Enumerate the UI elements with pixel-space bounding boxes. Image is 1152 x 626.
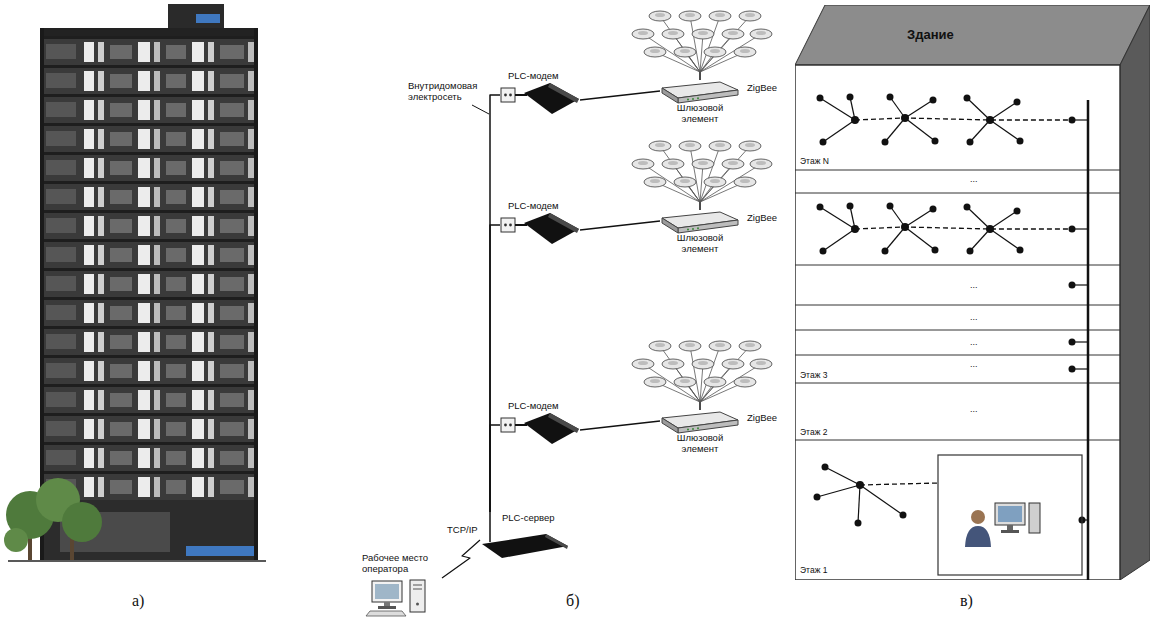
- plc-modem-label: PLC-модем: [508, 400, 559, 411]
- zigbee-cluster: ZigBee: [625, 6, 775, 72]
- floor-label: ...: [970, 174, 978, 184]
- gateway-element: Шлюзовой элемент: [660, 410, 744, 460]
- mains-label: Внутридомовая электросеть: [408, 80, 484, 102]
- gateway-element: Шлюзовой элемент: [660, 210, 744, 260]
- floor-label: ...: [970, 404, 978, 414]
- zigbee-cluster-label: ZigBee: [747, 412, 777, 423]
- cable-line: [699, 402, 701, 410]
- floor-label: Этаж 1: [800, 565, 827, 575]
- zigbee-cluster-label: ZigBee: [747, 82, 777, 93]
- zigbee-cluster-icon: [625, 6, 775, 72]
- building-box-icon: [795, 5, 1150, 580]
- zigbee-cluster: ZigBee: [625, 136, 775, 202]
- floor-label: Этаж 3: [800, 370, 827, 380]
- cable-line: [490, 95, 500, 512]
- cable-line: [699, 72, 701, 80]
- cable-line: [490, 225, 500, 512]
- panel-letter: в): [960, 592, 973, 610]
- cable-line: [580, 221, 660, 230]
- plc-server: PLC-сервер: [480, 512, 570, 560]
- plc-server-label: PLC-сервер: [502, 512, 554, 523]
- panel-letter: а): [132, 592, 144, 610]
- floor-label: ...: [970, 280, 978, 290]
- operator-workstation: Рабочее место оператора: [360, 552, 442, 618]
- plc-modem-label: PLC-модем: [508, 70, 559, 81]
- plc-modem-label: PLC-модем: [508, 200, 559, 211]
- cable-line: [699, 202, 701, 210]
- panel-letter: б): [566, 592, 579, 610]
- plc-modem: PLC-модем: [500, 200, 580, 246]
- gateway-element-label: Шлюзовой элемент: [672, 232, 728, 254]
- building-box: Здание: [795, 5, 1150, 580]
- link-line: [442, 540, 480, 578]
- floor-label: Этаж 2: [800, 427, 827, 437]
- zigbee-cluster-icon: [625, 136, 775, 202]
- cable-line: [580, 421, 660, 430]
- gateway-element-label: Шлюзовой элемент: [672, 432, 728, 454]
- link-label: TCP/IP: [446, 524, 479, 535]
- zigbee-cluster-label: ZigBee: [747, 212, 777, 223]
- zigbee-cluster: ZigBee: [625, 336, 775, 402]
- cable-line: [580, 91, 660, 100]
- cable-line: [490, 425, 500, 512]
- building-box-label: Здание: [907, 27, 954, 42]
- floor-label: ...: [970, 359, 978, 369]
- plc-modem: PLC-модем: [500, 70, 580, 116]
- floor-label: ...: [970, 337, 978, 347]
- floor-label: Этаж N: [800, 156, 829, 166]
- plc-modem: PLC-модем: [500, 400, 580, 446]
- zigbee-cluster-icon: [625, 336, 775, 402]
- floor-label: ...: [970, 312, 978, 322]
- gateway-element-label: Шлюзовой элемент: [672, 102, 728, 124]
- operator-workstation-label: Рабочее место оператора: [362, 552, 438, 574]
- gateway-element: Шлюзовой элемент: [660, 80, 744, 130]
